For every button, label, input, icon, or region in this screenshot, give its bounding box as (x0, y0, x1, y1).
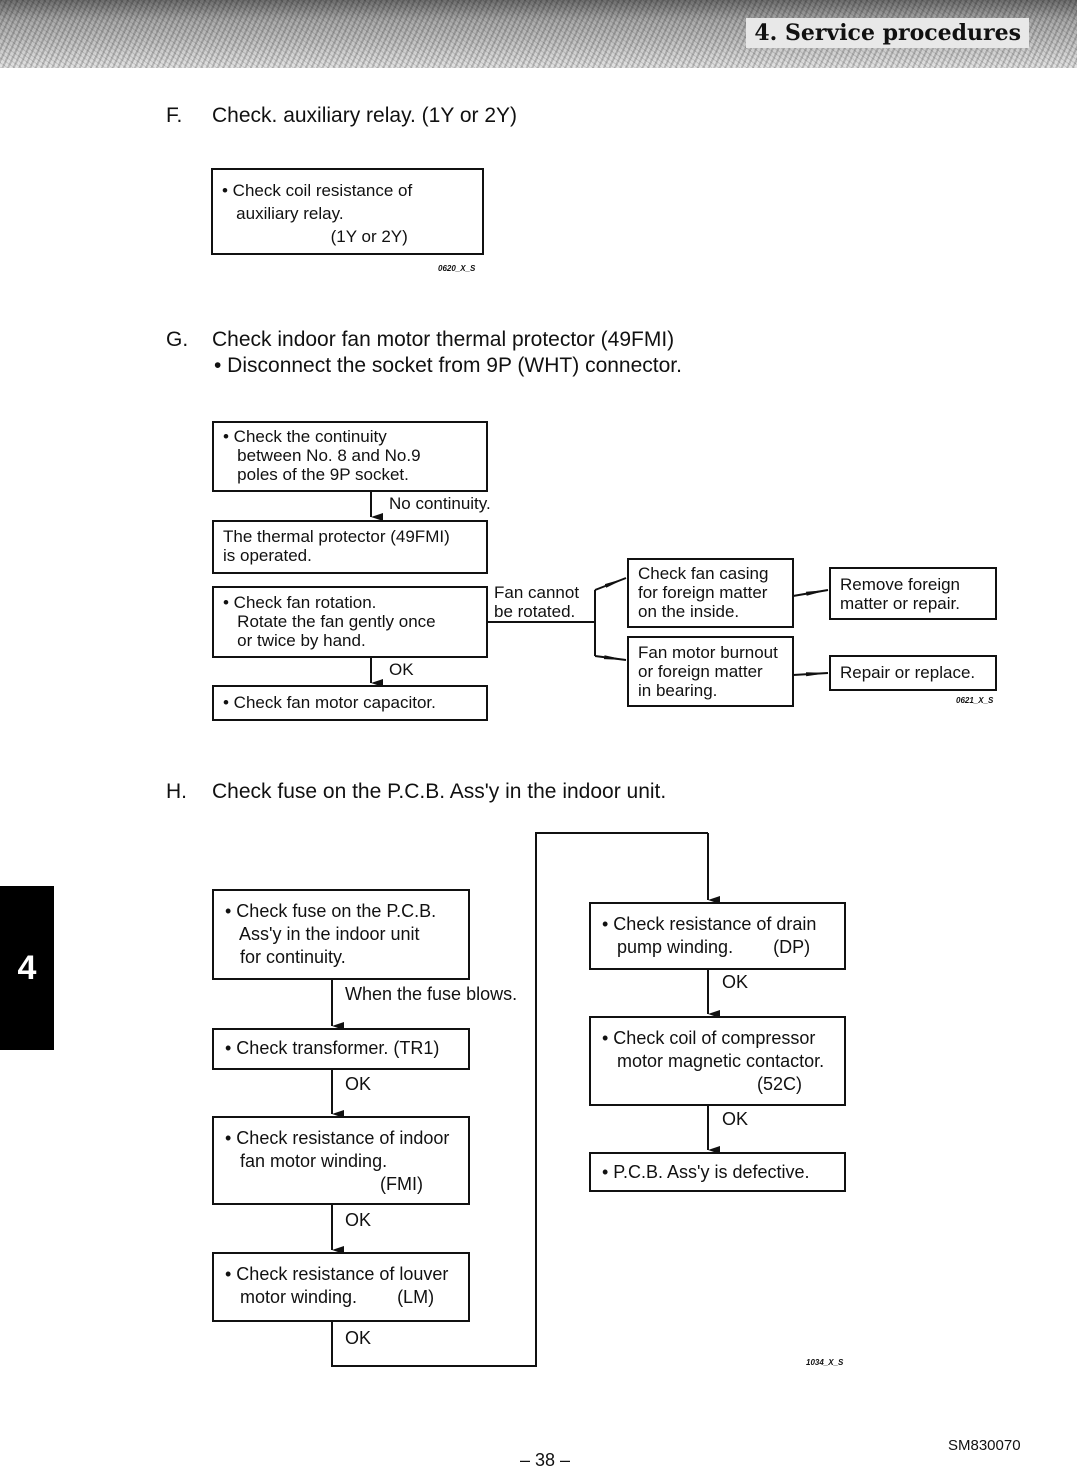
louver-check-text: • Check resistance of louver motor windi… (225, 1264, 449, 1307)
fan-rotation-text: • Check fan rotation. Rotate the fan gen… (223, 593, 436, 650)
motor-burnout-box: Fan motor burnout or foreign matter in b… (627, 636, 794, 707)
drain-pump-ok-label: OK (722, 972, 749, 992)
no-continuity-label: No continuity. (389, 494, 491, 513)
fan-winding-check-text: • Check resistance of indoor fan motor w… (225, 1128, 450, 1194)
capacitor-check-text: • Check fan motor capacitor. (223, 693, 436, 712)
compressor-ok-label: OK (722, 1109, 749, 1129)
drain-pump-check-box: • Check resistance of drain pump winding… (589, 902, 846, 970)
louver-check-box: • Check resistance of louver motor windi… (212, 1252, 470, 1322)
fan-cannot-rotate-label: Fan cannot be rotated. (494, 583, 580, 621)
continuity-check-box: • Check the continuity between No. 8 and… (212, 421, 488, 492)
fan-winding-check-box: • Check resistance of indoor fan motor w… (212, 1116, 470, 1205)
repair-replace-box: Repair or replace. (829, 655, 997, 691)
compressor-contactor-text: • Check coil of compressor motor magneti… (602, 1028, 825, 1094)
section-header-title: 4. Service procedures (746, 18, 1029, 48)
drain-pump-check-text: • Check resistance of drain pump winding… (602, 914, 817, 957)
relay-coil-box: • Check coil resistance of auxiliary rel… (211, 168, 484, 255)
fuse-check-text: • Check fuse on the P.C.B. Ass'y in the … (225, 901, 437, 967)
fan-rotation-box: • Check fan rotation. Rotate the fan gen… (212, 586, 488, 658)
section-g-letter: G. (166, 328, 189, 351)
transformer-check-box: • Check transformer. (TR1) (212, 1028, 470, 1070)
rotation-ok-label: OK (389, 660, 414, 679)
figure-code-f: 0620_X_S (438, 264, 476, 273)
fan-winding-ok-label: OK (345, 1210, 372, 1230)
thermal-operated-text: The thermal protector (49FMI) is operate… (223, 527, 450, 565)
document-code: SM830070 (948, 1437, 1021, 1454)
section-f-title: Check. auxiliary relay. (1Y or 2Y) (212, 104, 518, 127)
pcb-defective-text: • P.C.B. Ass'y is defective. (602, 1162, 810, 1182)
chapter-tab: 4 (0, 886, 54, 1050)
continuity-check-text: • Check the continuity between No. 8 and… (223, 427, 421, 484)
fan-casing-text: Check fan casing for foreign matter on t… (638, 564, 769, 621)
fan-casing-box: Check fan casing for foreign matter on t… (627, 558, 794, 628)
figure-code-h: 1034_X_S (806, 1358, 844, 1367)
transformer-ok-label: OK (345, 1074, 372, 1094)
section-g-subtitle: • Disconnect the socket from 9P (WHT) co… (214, 354, 682, 377)
remove-foreign-text: Remove foreign matter or repair. (840, 575, 961, 613)
capacitor-check-box: • Check fan motor capacitor. (212, 685, 488, 721)
section-g-title: Check indoor fan motor thermal protector… (212, 328, 675, 351)
louver-ok-label: OK (345, 1328, 372, 1348)
repair-replace-text: Repair or replace. (840, 663, 976, 682)
motor-burnout-text: Fan motor burnout or foreign matter in b… (638, 643, 778, 700)
pcb-defective-box: • P.C.B. Ass'y is defective. (589, 1152, 846, 1192)
relay-coil-text: • Check coil resistance of auxiliary rel… (222, 181, 413, 246)
remove-foreign-box: Remove foreign matter or repair. (829, 567, 997, 620)
transformer-check-text: • Check transformer. (TR1) (225, 1038, 440, 1058)
page-number: – 38 – (520, 1450, 571, 1470)
fuse-blows-label: When the fuse blows. (345, 984, 518, 1004)
thermal-operated-box: The thermal protector (49FMI) is operate… (212, 520, 488, 574)
fuse-check-box: • Check fuse on the P.C.B. Ass'y in the … (212, 889, 470, 980)
section-h-letter: H. (166, 780, 187, 803)
figure-code-g: 0621_X_S (956, 696, 994, 705)
section-f-letter: F. (166, 104, 183, 127)
section-h-title: Check fuse on the P.C.B. Ass'y in the in… (212, 780, 667, 803)
compressor-contactor-box: • Check coil of compressor motor magneti… (589, 1016, 846, 1106)
